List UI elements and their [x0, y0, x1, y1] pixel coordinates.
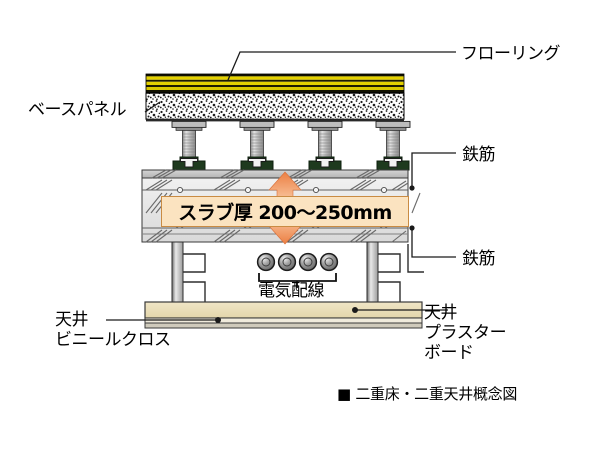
support-leg — [239, 120, 275, 171]
label-electrical-wiring: 電気配線 — [258, 281, 325, 301]
support-leg — [375, 120, 411, 171]
slab-thickness-badge: スラブ厚 200〜250mm — [161, 196, 409, 227]
label-ceiling-vinyl-cloth: 天井 ビニールクロス — [55, 310, 171, 351]
slab-thickness-text: スラブ厚 200〜250mm — [178, 202, 392, 224]
support-legs — [171, 120, 411, 171]
leader-lines — [106, 51, 456, 323]
concrete-hatch — [151, 169, 381, 179]
ceiling-board-layers — [144, 301, 423, 329]
rebar-top-section-marks — [176, 186, 388, 194]
diagram-caption: ■ 二重床・二重天井概念図 — [337, 385, 518, 403]
base-panel-layer — [145, 92, 405, 122]
label-flooring: フローリング — [461, 44, 561, 64]
label-rebar-bottom: 鉄筋 — [462, 249, 496, 269]
ceiling-hanger — [171, 241, 206, 303]
flooring-layers — [145, 73, 405, 94]
support-leg — [307, 120, 343, 171]
electrical-conduits — [256, 252, 339, 288]
ceiling-hanger — [366, 241, 401, 303]
label-base-panel: ベースパネル — [28, 100, 127, 120]
label-ceiling-plaster-board: 天井 プラスター ボード — [424, 303, 507, 364]
label-rebar-top: 鉄筋 — [462, 145, 496, 165]
support-leg — [171, 120, 207, 171]
